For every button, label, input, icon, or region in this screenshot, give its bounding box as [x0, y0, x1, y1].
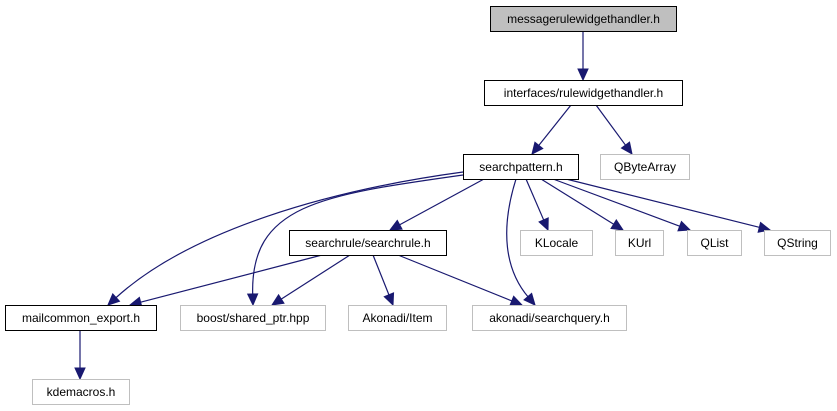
node-qstring: QString [764, 230, 831, 256]
node-shared-ptr: boost/shared_ptr.hpp [180, 305, 326, 331]
edge-line [139, 254, 323, 304]
edge-searchrule-to-shared_ptr [270, 254, 351, 306]
node-box [484, 80, 683, 106]
arrowhead-icon [246, 293, 259, 307]
arrowhead-icon [538, 217, 549, 232]
node-label: messagerulewidgethandler.h [507, 12, 660, 26]
edge-rulewidgethandler-to-searchpattern [531, 104, 572, 155]
node-klocale: KLocale [520, 230, 593, 256]
edge-searchrule-to-searchquery [397, 254, 524, 307]
node-label: QString [777, 236, 818, 250]
node-searchrule[interactable]: searchrule/searchrule.h [289, 230, 447, 256]
node-box [490, 6, 677, 32]
edge-searchpattern-to-kurl [540, 178, 625, 231]
edge-line [252, 174, 464, 296]
arrowhead-icon [577, 68, 589, 82]
node-label: akonadi/searchquery.h [489, 311, 610, 325]
edge-line [506, 178, 529, 298]
edge-line [552, 178, 681, 228]
node-akonadi-item: Akonadi/Item [348, 305, 447, 331]
edge-messagerulewidgethandler-to-rulewidgethandler [577, 31, 589, 82]
arrowhead-icon [610, 219, 625, 231]
edge-searchrule-to-akonadi_item [372, 254, 395, 307]
edge-line [565, 178, 761, 229]
arrowhead-icon [107, 292, 121, 306]
node-label: QByteArray [614, 160, 676, 174]
edge-line [537, 104, 572, 147]
edge-searchpattern-to-mailcommon_export [107, 171, 464, 306]
arrowhead-icon [388, 219, 403, 231]
nodes-layer: messagerulewidgethandler.h interfaces/rul… [5, 6, 831, 405]
arrowhead-icon [74, 367, 86, 381]
edge-mailcommon_export-to-kdemacros [74, 330, 86, 381]
node-label: QList [700, 236, 729, 250]
edge-line [280, 254, 351, 301]
node-box [289, 230, 447, 256]
arrowhead-icon [509, 295, 524, 307]
edge-line [398, 178, 485, 226]
node-label: KUrl [628, 236, 651, 250]
node-box [472, 305, 627, 331]
node-messagerulewidgethandler[interactable]: messagerulewidgethandler.h [490, 6, 677, 32]
node-box [615, 230, 664, 256]
node-searchquery: akonadi/searchquery.h [472, 305, 627, 331]
edges-layer [74, 31, 772, 381]
node-rulewidgethandler[interactable]: interfaces/rulewidgethandler.h [484, 80, 683, 106]
edge-searchpattern-to-searchquery [506, 178, 536, 306]
node-box [600, 154, 690, 180]
node-box [687, 230, 742, 256]
edge-line [540, 178, 615, 226]
edge-searchpattern-to-qstring [565, 178, 772, 233]
edge-line [372, 254, 390, 296]
edge-searchpattern-to-klocale [525, 178, 549, 232]
arrowhead-icon [270, 293, 285, 306]
arrowhead-icon [620, 141, 633, 155]
node-label: boost/shared_ptr.hpp [197, 311, 310, 325]
arrowhead-icon [383, 292, 395, 307]
node-searchpattern[interactable]: searchpattern.h [463, 154, 579, 180]
node-box [5, 305, 157, 331]
node-box [348, 305, 447, 331]
node-box [32, 379, 130, 405]
node-label: Akonadi/Item [362, 311, 432, 325]
node-label: mailcommon_export.h [22, 311, 140, 325]
node-kurl: KUrl [615, 230, 664, 256]
edge-line [114, 171, 464, 299]
edge-line [525, 178, 545, 222]
node-label: searchpattern.h [479, 160, 562, 174]
node-label: searchrule/searchrule.h [305, 236, 430, 250]
edge-line [397, 254, 513, 302]
node-box [520, 230, 593, 256]
node-qlist: QList [687, 230, 742, 256]
node-qbytearray: QByteArray [600, 154, 690, 180]
edge-rulewidgethandler-to-qbytearray [595, 104, 633, 155]
arrowhead-icon [523, 292, 536, 306]
node-label: kdemacros.h [47, 385, 116, 399]
edge-searchpattern-to-qlist [552, 178, 692, 232]
arrowhead-icon [677, 220, 692, 232]
edge-searchpattern-to-shared_ptr [246, 174, 464, 307]
edge-searchpattern-to-searchrule [388, 178, 485, 231]
node-label: KLocale [535, 236, 579, 250]
edge-searchrule-to-mailcommon_export [128, 254, 323, 308]
node-label: interfaces/rulewidgethandler.h [504, 86, 663, 100]
node-box [463, 154, 579, 180]
edge-line [595, 104, 627, 147]
node-box [180, 305, 326, 331]
arrowhead-icon [531, 141, 544, 155]
node-kdemacros: kdemacros.h [32, 379, 130, 405]
node-mailcommon-export[interactable]: mailcommon_export.h [5, 305, 157, 331]
node-box [764, 230, 831, 256]
